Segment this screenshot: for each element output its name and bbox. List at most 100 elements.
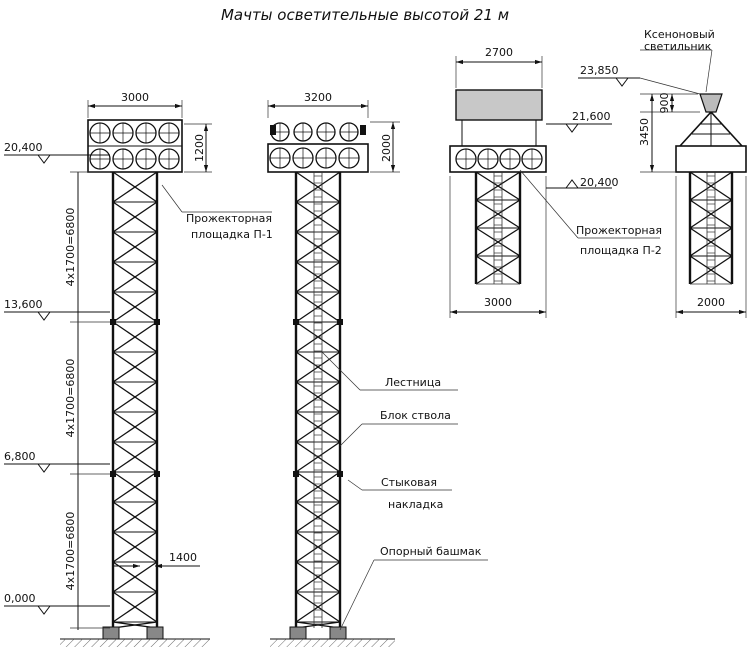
lattice-brace	[112, 621, 158, 629]
xenon-label-2: светильник	[644, 40, 712, 53]
lattice-brace	[295, 411, 341, 443]
xenon-label-1: Ксеноновый	[644, 28, 715, 41]
xenon-bottom-width-label: 2000	[697, 296, 725, 309]
lattice-brace	[295, 561, 341, 593]
p2-level-top: 21,600	[546, 110, 612, 133]
lattice-brace	[112, 231, 158, 263]
xenon-dims: 900 3450	[638, 93, 700, 173]
p2-top-width-label: 2700	[485, 46, 513, 59]
lattice-brace	[112, 171, 158, 203]
p2-label-1: Прожекторная	[576, 224, 662, 237]
mast1-section-label-2: 4x1700=6800	[64, 359, 77, 438]
callout-shaft-block: Блок ствола	[380, 409, 451, 422]
platform-bracket	[270, 125, 276, 135]
mast1-platform-label-2: площадка П-1	[191, 228, 273, 241]
mast2-platform	[267, 122, 369, 173]
mast1-height-label: 1200	[193, 134, 206, 162]
p2-bottom-width-label: 3000	[484, 296, 512, 309]
lattice-brace	[112, 501, 158, 533]
joint-plate	[293, 471, 299, 477]
mast1-section-dims: 4x1700=6800 4x1700=6800 4x1700=6800	[64, 171, 110, 630]
lattice-brace	[112, 441, 158, 473]
p2-level-top-label: 21,600	[572, 110, 611, 123]
lattice-brace	[475, 227, 521, 257]
mast2-foundation	[270, 626, 395, 647]
joint-plate	[337, 319, 343, 325]
mast1-height-dim: 1200	[184, 123, 212, 173]
mast2-width-label: 3200	[304, 91, 332, 104]
lattice-brace	[689, 171, 733, 201]
p2-label-2: площадка П-2	[580, 244, 662, 257]
joint-plate	[154, 471, 160, 477]
p2-shaft	[474, 171, 522, 285]
mast2-height-dim: 2000	[370, 121, 400, 173]
lattice-brace	[295, 171, 341, 203]
level-13600-label: 13,600	[4, 298, 43, 311]
joint-plate	[337, 471, 343, 477]
xenon-level-label: 23,850	[580, 64, 619, 77]
lattice-brace	[475, 255, 521, 285]
lattice-brace	[295, 471, 341, 503]
callout-joint-2: накладка	[388, 498, 443, 511]
p2-level-bottom-label: 20,400	[580, 176, 619, 189]
level-0000: 0,000	[4, 592, 110, 615]
mast-2: 3200 2000	[267, 91, 400, 647]
mast1-section-label-1: 4x1700=6800	[64, 208, 77, 287]
xenon-level: 23,850	[578, 64, 701, 95]
level-markers: 20,400 13,600 6,800 0,000	[4, 141, 110, 615]
level-0000-label: 0,000	[4, 592, 36, 605]
lattice-brace	[689, 199, 733, 229]
mast1-width-dim: 3000	[87, 91, 183, 118]
callout-base-shoe: Опорный башмак	[380, 545, 482, 558]
lattice-brace	[295, 501, 341, 533]
callout-joint-1: Стыковая	[381, 476, 437, 489]
lattice-brace	[112, 201, 158, 233]
mast2-shaft	[293, 171, 343, 629]
callouts: Лестница Блок ствола Стыковая накладка О…	[321, 351, 488, 631]
joint-plate	[154, 319, 160, 325]
lattice-brace	[112, 471, 158, 503]
callout-ladder: Лестница	[385, 376, 441, 389]
lattice-brace	[112, 411, 158, 443]
lattice-brace	[112, 591, 158, 623]
lattice-brace	[112, 381, 158, 413]
lattice-brace	[689, 227, 733, 257]
mast1-platform-label-1: Прожекторная	[186, 212, 272, 225]
platform-bracket	[360, 125, 366, 135]
detail-p2: 2700 3000 21,600 20,400 Прожекторная пло…	[449, 46, 662, 318]
level-20400-label: 20,400	[4, 141, 43, 154]
joint-plate	[110, 319, 116, 325]
mast1-base-label: 1400	[169, 551, 197, 564]
lattice-brace	[295, 231, 341, 263]
xenon-dim-3450: 3450	[638, 118, 651, 146]
lattice-brace	[112, 561, 158, 593]
mast1-section-label-3: 4x1700=6800	[64, 512, 77, 591]
detail-xenon: 23,850 900 3450 2000 Ксеноновый светильн…	[578, 28, 747, 318]
level-6800-label: 6,800	[4, 450, 36, 463]
lattice-brace	[112, 321, 158, 353]
mast1-base-dim: 1400	[112, 551, 200, 569]
mast1-width-label: 3000	[121, 91, 149, 104]
lattice-brace	[475, 199, 521, 229]
mast-1: 3000 1200 4x1700=6800 4x1700=6800 4x1700…	[60, 91, 273, 647]
lattice-brace	[295, 351, 341, 383]
xenon-bottom-width-dim: 2000	[675, 176, 747, 318]
lattice-brace	[295, 291, 341, 323]
drawing-title: Мачты осветительные высотой 21 м	[221, 6, 509, 24]
p2-level-bottom: 20,400	[546, 176, 619, 189]
xenon-shaft	[688, 171, 734, 285]
level-13600: 13,600	[4, 298, 110, 321]
lattice-brace	[295, 261, 341, 293]
mast1-shaft	[110, 171, 160, 629]
mast2-width-dim: 3200	[267, 91, 369, 118]
lattice-brace	[112, 351, 158, 383]
level-6800: 6,800	[4, 450, 110, 473]
level-20400: 20,400	[4, 141, 110, 164]
lattice-brace	[475, 171, 521, 201]
joint-plate	[110, 471, 116, 477]
lattice-brace	[112, 261, 158, 293]
mast1-foundation	[60, 626, 210, 647]
lattice-brace	[295, 381, 341, 413]
lattice-brace	[112, 291, 158, 323]
